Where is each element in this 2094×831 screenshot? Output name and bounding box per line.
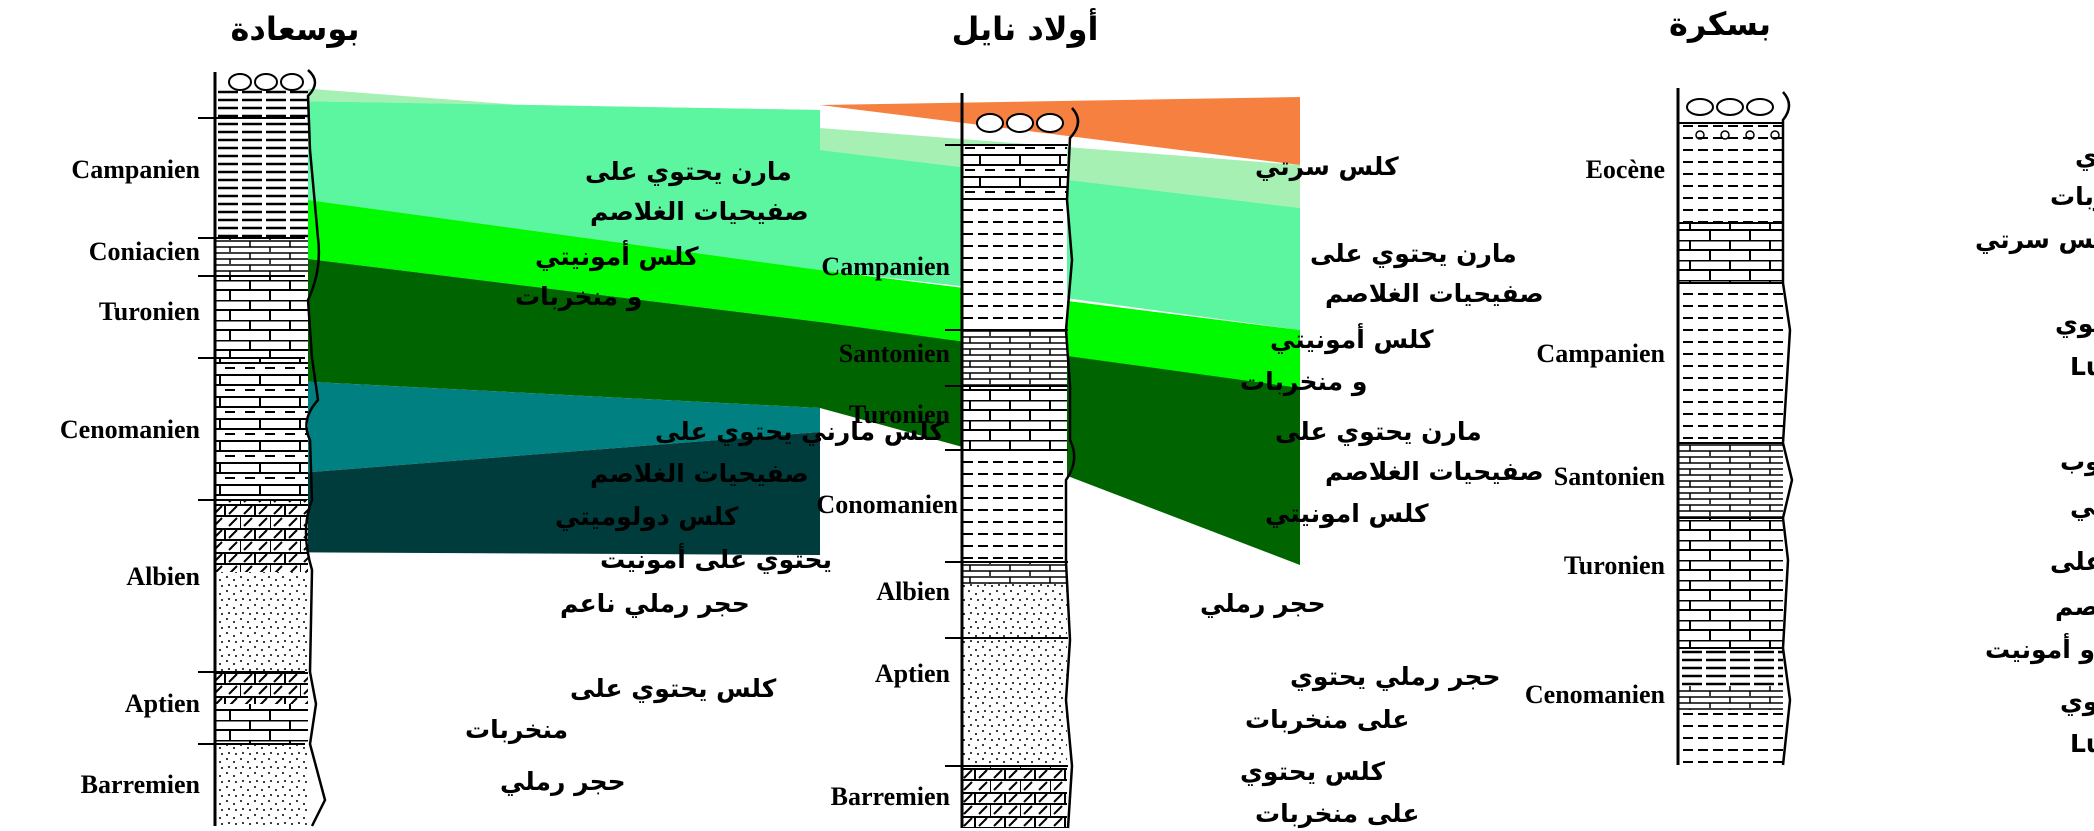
left-column	[198, 69, 327, 827]
middle-column	[945, 93, 1080, 829]
right-desc: كلس مارني يحتوي	[2060, 687, 2094, 717]
left-desc: كلس أمونيتي	[535, 240, 699, 272]
right-desc: على منخربات	[2050, 182, 2094, 212]
mid-desc: كلس سرتي	[1255, 152, 1399, 182]
right-age: Turonien	[1564, 551, 1666, 580]
band-teal	[235, 378, 820, 478]
right-age: Campanien	[1536, 339, 1665, 368]
mid-age: Turonien	[849, 400, 951, 429]
mid-desc: و منخربات	[1240, 367, 1367, 397]
right-age: Santonien	[1554, 462, 1666, 491]
right-desc: مارن رمادي يتناوب	[2060, 447, 2094, 477]
right-desc: مع الكلس السيليسي	[2070, 492, 2094, 522]
right-desc: و أمونيت	[1985, 633, 2094, 665]
left-desc: كلس مارني يحتوي على	[655, 417, 944, 447]
left-age: Albien	[126, 562, 200, 591]
mid-desc: صفيحيات الغلاصم	[1325, 279, 1544, 308]
left-age: Aptien	[125, 689, 201, 718]
left-desc: و منخربات	[515, 282, 642, 312]
mid-age: Barremien	[831, 782, 951, 811]
band-light-green	[235, 83, 1300, 208]
left-age: Barremien	[81, 770, 201, 799]
left-desc: يحتوي على أمونيت	[600, 543, 832, 575]
right-desc: كلس سرتي	[1975, 225, 2094, 255]
left-age: Cenomanien	[60, 415, 201, 444]
mid-desc: صفيحيات الغلاصم	[1325, 457, 1544, 486]
mid-desc: مارن يحتوي على	[1275, 417, 1482, 447]
left-desc: كلس يحتوي على	[570, 674, 777, 704]
right-age: Eocène	[1586, 155, 1665, 184]
title-middle: أولاد نايل	[952, 8, 1099, 48]
mid-desc: حجر رملي	[1200, 589, 1326, 619]
right-column	[1676, 88, 1794, 766]
mid-age: Conomanien	[816, 490, 958, 519]
right-age: Cenomanien	[1525, 680, 1666, 709]
mid-age: Albien	[876, 577, 950, 606]
mid-desc: كلس أمونيتي	[1270, 323, 1434, 355]
right-desc: على Lumachelles	[2070, 729, 2094, 758]
left-desc: حجر رملي ناعم	[560, 589, 750, 619]
band-dark-teal	[235, 432, 820, 555]
left-desc: منخربات	[465, 715, 568, 745]
left-desc: صفيحيات الغلاصم	[590, 197, 809, 226]
left-desc: كلس دولوميتي	[555, 502, 739, 532]
mid-age: Santonien	[839, 339, 951, 368]
left-desc: مارن يحتوي على	[585, 157, 792, 187]
left-desc: صفيحيات الغلاصم	[590, 459, 809, 488]
band-eocene	[820, 97, 1300, 165]
mid-desc: على منخربات	[1255, 799, 1419, 829]
mid-desc: حجر رملي يحتوي	[1290, 662, 1501, 692]
band-dark-green	[235, 250, 1300, 565]
mid-desc: على منخربات	[1245, 705, 1409, 735]
right-desc: على Lumachelles	[2070, 352, 2094, 381]
correlation-bands	[235, 83, 1300, 565]
right-desc: كلس يحتوي على	[2050, 547, 2094, 577]
right-desc: صفيحيات الغلاصم	[2055, 592, 2094, 621]
title-left: بوسعادة	[231, 10, 360, 48]
mid-age: Campanien	[821, 252, 950, 281]
left-desc: حجر رملي	[500, 767, 626, 797]
mid-desc: مارن يحتوي على	[1310, 239, 1517, 269]
title-right: بسكرة	[1669, 5, 1771, 43]
mid-desc: كلس يحتوي	[1240, 757, 1385, 787]
left-age: Turonien	[99, 297, 201, 326]
mid-desc: كلس امونيتي	[1265, 499, 1429, 529]
left-age: Coniacien	[89, 237, 201, 266]
mid-age: Aptien	[875, 659, 951, 688]
left-age: Campanien	[71, 155, 200, 184]
